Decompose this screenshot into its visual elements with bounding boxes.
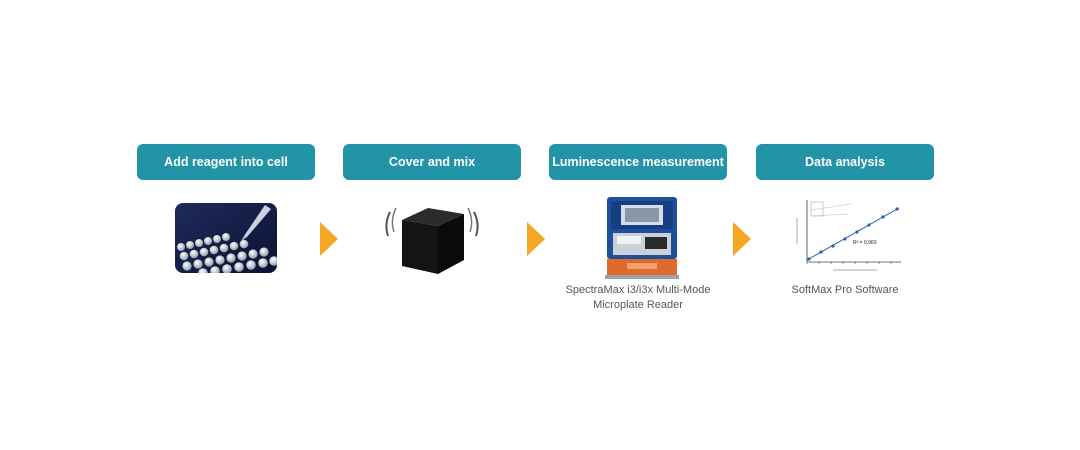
r-squared-label: R² = 0.960 xyxy=(853,240,877,246)
step-2-header: Cover and mix xyxy=(343,144,521,180)
shaking-cube-image xyxy=(385,207,479,274)
software-caption: SoftMax Pro Software xyxy=(756,283,934,298)
microplate-pipette-image xyxy=(175,203,277,273)
microplate-reader-image xyxy=(605,197,679,279)
reader-caption: SpectraMax i3/i3x Multi-Mode Microplate … xyxy=(549,283,727,313)
reader-caption-line1: SpectraMax i3/i3x Multi-Mode xyxy=(565,284,711,296)
step-3-header: Luminescence measurement xyxy=(549,144,727,180)
step-1-header: Add reagent into cell xyxy=(137,144,315,180)
arrow-right-icon xyxy=(733,222,751,256)
standard-curve-chart-image: R² = 0.960 xyxy=(796,200,901,271)
software-caption-line1: SoftMax Pro Software xyxy=(791,284,899,296)
arrow-right-icon xyxy=(320,222,338,256)
step-4-label: Data analysis xyxy=(805,155,885,169)
arrow-right-icon xyxy=(527,222,545,256)
reader-caption-line2: Microplate Reader xyxy=(593,299,683,311)
step-1-label: Add reagent into cell xyxy=(164,155,288,169)
step-4-header: Data analysis xyxy=(756,144,934,180)
step-2-label: Cover and mix xyxy=(388,155,476,169)
step-3-label: Luminescence measurement xyxy=(552,155,724,169)
